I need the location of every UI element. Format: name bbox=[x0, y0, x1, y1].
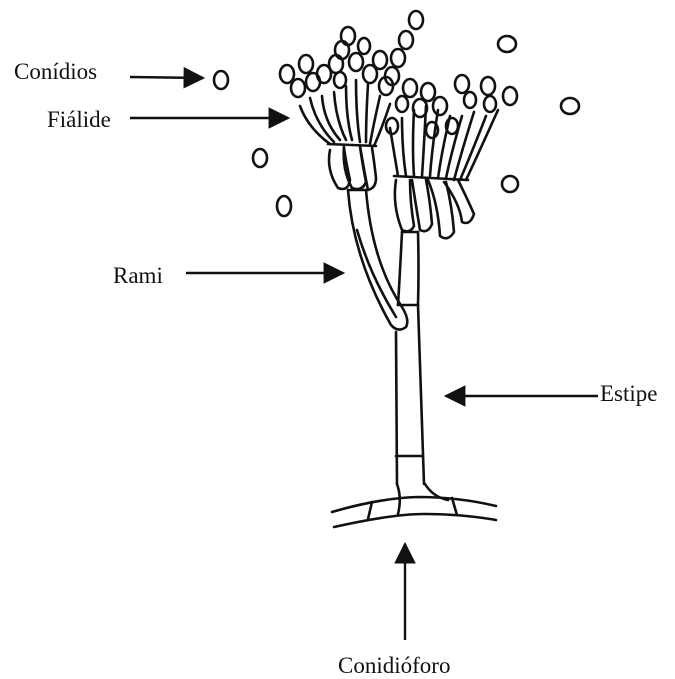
right-ramus bbox=[398, 232, 419, 305]
left-ramus bbox=[348, 190, 407, 330]
right-phialides bbox=[390, 106, 498, 180]
substrate-hyphae bbox=[332, 484, 496, 527]
label-conidioforo: Conidióforo bbox=[338, 654, 450, 677]
label-rami: Rami bbox=[113, 264, 163, 287]
left-conidia-chains bbox=[280, 27, 393, 97]
free-conidia bbox=[214, 36, 579, 216]
conidios-arrow bbox=[130, 77, 203, 78]
label-fialide: Fiálide bbox=[47, 108, 111, 131]
right-metulae bbox=[395, 180, 474, 238]
left-metulae bbox=[329, 146, 376, 190]
right-conidia-chains bbox=[385, 11, 517, 138]
label-conidios: Conídios bbox=[14, 60, 97, 83]
label-estipe: Estipe bbox=[600, 382, 658, 405]
stipe bbox=[396, 305, 424, 484]
